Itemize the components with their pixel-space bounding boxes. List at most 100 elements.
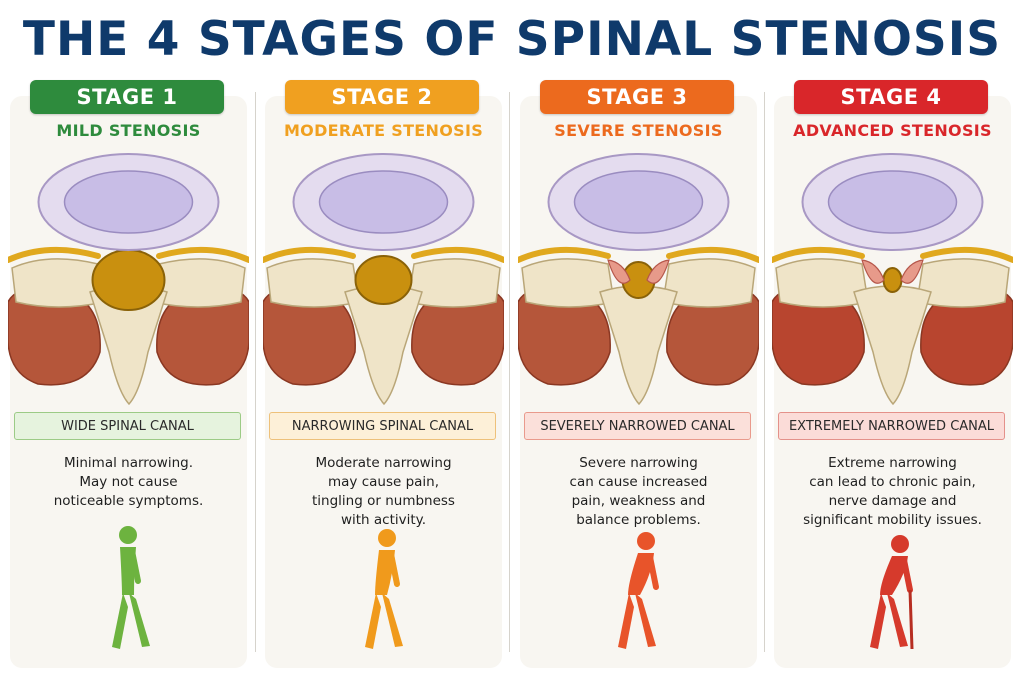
stage-badge: STAGE 4 [794,80,988,114]
description-line: Extreme narrowing [828,455,957,471]
figure-left-leg [112,593,128,649]
right-transverse-process [407,258,501,308]
vertebra-illustration [769,153,1016,406]
right-transverse-process [152,258,246,308]
stage-subtitle: MODERATE STENOSIS [283,121,484,140]
spinal-canal [354,255,413,305]
vertebra-illustration-container [515,152,762,412]
person-figure [351,523,411,653]
left-overgrowth [861,259,885,284]
description-line: pain, weakness and [571,493,706,509]
nucleus-pulposus [318,170,449,234]
stage-divider [255,92,256,652]
figure-arm [129,548,141,584]
stage-divider [764,92,765,652]
left-nerve-root [5,246,101,263]
left-transverse-process [266,258,360,308]
stage-subtitle: MILD STENOSIS [56,121,201,140]
spinous-process [853,285,932,406]
left-nerve-root [260,246,356,263]
person-figure [856,523,916,653]
slightly-hunched-person-icon [365,529,403,649]
figure-torso [880,556,908,595]
vertebra-illustration [260,153,507,406]
stage-column-1: STAGE 1 MILD STENOSIS WIDE SPINAL CANAL Min… [5,78,252,668]
canal-label: NARROWING SPINAL CANAL [269,412,496,440]
figure-head [378,529,396,547]
left-overgrowth [607,259,631,284]
hunched-person-icon [618,532,659,649]
spinal-canal [882,267,903,293]
stage-column-2: STAGE 2 MODERATE STENOSIS NARROWING SPINAL… [260,78,507,668]
right-nerve-root [156,246,252,263]
figure-arm [647,554,659,590]
figure-right-leg [382,593,403,647]
stage-description: Severe narrowing can cause increased pain,… [526,454,751,530]
figure-torso [628,553,654,595]
left-transverse-process [11,258,105,308]
page-title: THE 4 STAGES OF SPINAL STENOSIS [22,12,1002,67]
description-line: nerve damage and [828,493,957,509]
nucleus-pulposus [573,170,704,234]
stage-description: Extreme narrowing can lead to chronic pai… [780,454,1005,530]
stage-divider [509,92,510,652]
stage-badge: STAGE 1 [30,80,224,114]
description-line: May not cause [79,474,178,490]
nucleus-pulposus [827,170,958,234]
description-line: can cause increased [569,474,708,490]
canal-label: SEVERELY NARROWED CANAL [524,412,751,440]
vertebra-illustration-container [5,152,252,412]
right-overgrowth [646,259,670,284]
vertebra-illustration-container [260,152,507,412]
description-line: Minimal narrowing. [63,455,194,471]
spinous-process [599,285,678,406]
figure-right-leg [129,593,150,647]
stage-description: Moderate narrowing may cause pain, tinglin… [271,454,496,530]
spinal-canal [91,249,166,311]
description-line: with activity. [340,512,427,528]
stage-subtitle: SEVERE STENOSIS [554,121,723,140]
vertebra-illustration [515,153,762,406]
description-line: noticeable symptoms. [53,493,204,509]
left-nerve-root [769,246,865,263]
left-transverse-process [521,258,615,308]
vertebra-illustration [5,153,252,406]
figure-left-leg [870,593,886,649]
figure-left-leg [365,593,381,649]
stage-description: Minimal narrowing. May not cause noticeabl… [16,454,241,511]
figure-left-leg [618,593,634,649]
figure-right-leg [635,593,656,647]
right-nerve-root [920,246,1016,263]
person-figure [98,523,158,653]
figure-arm [901,557,913,593]
stage-badge: STAGE 3 [540,80,734,114]
cane-icon [908,589,914,650]
person-with-cane-icon [870,535,914,650]
right-nerve-root [666,246,762,263]
description-line: Severe narrowing [579,455,698,471]
person-figure [604,523,664,653]
walking-person-icon [112,526,150,649]
description-line: Moderate narrowing [315,455,452,471]
figure-head [119,526,137,544]
canal-label: WIDE SPINAL CANAL [14,412,241,440]
stage-column-3: STAGE 3 SEVERE STENOSIS SEVERELY NARROWED … [515,78,762,668]
figure-right-leg [887,593,908,647]
description-line: significant mobility issues. [803,512,982,528]
right-transverse-process [662,258,756,308]
description-line: balance problems. [576,512,701,528]
right-transverse-process [916,258,1010,308]
nucleus-pulposus [63,170,194,234]
right-overgrowth [900,259,924,284]
figure-head [891,535,909,553]
left-transverse-process [775,258,869,308]
canal-label: EXTREMELY NARROWED CANAL [778,412,1005,440]
description-line: tingling or numbness [312,493,455,509]
figure-arm [388,551,400,587]
left-nerve-root [515,246,611,263]
description-line: may cause pain, [327,474,440,490]
description-line: can lead to chronic pain, [809,474,976,490]
figure-head [637,532,655,550]
stage-badge: STAGE 2 [285,80,479,114]
